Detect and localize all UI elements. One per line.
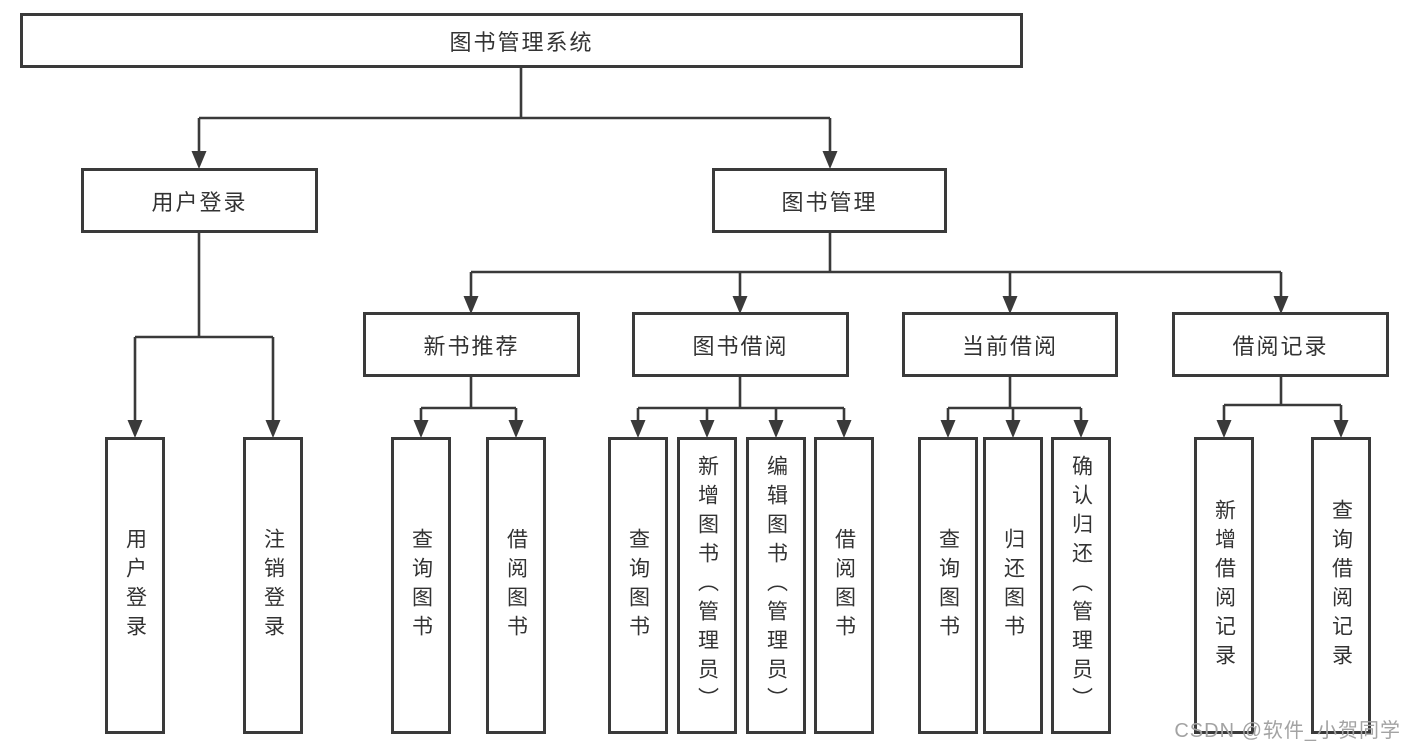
node-label: 新书推荐 [423, 333, 520, 359]
node-user-login: 用户登录 [81, 168, 318, 233]
leaf-borrow-books: 借阅图书 [814, 437, 874, 734]
node-label: 查询图书 [409, 527, 433, 644]
node-label: 查询借阅记录 [1329, 498, 1353, 673]
node-label: 用户登录 [151, 189, 248, 215]
node-label: 图书借阅 [692, 333, 789, 359]
node-library-management-system: 图书管理系统 [20, 13, 1023, 68]
node-label: 新增借阅记录 [1212, 498, 1236, 673]
node-label: 查询图书 [626, 527, 650, 644]
leaf-query-books-current: 查询图书 [918, 437, 978, 734]
leaf-add-book-admin: 新增图书（管理员） [677, 437, 737, 734]
leaf-query-books-borrowing: 查询图书 [608, 437, 668, 734]
leaf-query-borrow-record: 查询借阅记录 [1311, 437, 1371, 734]
csdn-watermark: CSDN @软件_小贺同学 [1174, 720, 1401, 742]
node-book-borrowing: 图书借阅 [632, 312, 849, 377]
node-label: 借阅图书 [504, 527, 528, 644]
node-label: 图书管理 [781, 189, 878, 215]
node-new-book-recommendation: 新书推荐 [363, 312, 580, 377]
leaf-logout: 注销登录 [243, 437, 303, 734]
node-label: 用户登录 [123, 527, 147, 644]
node-label: 编辑图书（管理员） [764, 455, 788, 716]
node-book-management: 图书管理 [712, 168, 947, 233]
leaf-user-login: 用户登录 [105, 437, 165, 734]
node-borrowing-records: 借阅记录 [1172, 312, 1389, 377]
node-label: 新增图书（管理员） [695, 455, 719, 716]
leaf-return-book: 归还图书 [983, 437, 1043, 734]
node-label: 确认归还（管理员） [1069, 455, 1093, 716]
node-label: 注销登录 [261, 527, 285, 644]
node-label: 图书管理系统 [449, 29, 594, 55]
leaf-add-borrow-record: 新增借阅记录 [1194, 437, 1254, 734]
leaf-confirm-return-admin: 确认归还（管理员） [1051, 437, 1111, 734]
node-label: 当前借阅 [961, 333, 1058, 359]
node-label: 归还图书 [1001, 527, 1025, 644]
node-label: 查询图书 [936, 527, 960, 644]
node-label: 借阅记录 [1232, 333, 1329, 359]
leaf-borrow-books-recommend: 借阅图书 [486, 437, 546, 734]
node-label: 借阅图书 [832, 527, 856, 644]
leaf-edit-book-admin: 编辑图书（管理员） [746, 437, 806, 734]
node-current-borrowing: 当前借阅 [902, 312, 1118, 377]
leaf-query-books-recommend: 查询图书 [391, 437, 451, 734]
